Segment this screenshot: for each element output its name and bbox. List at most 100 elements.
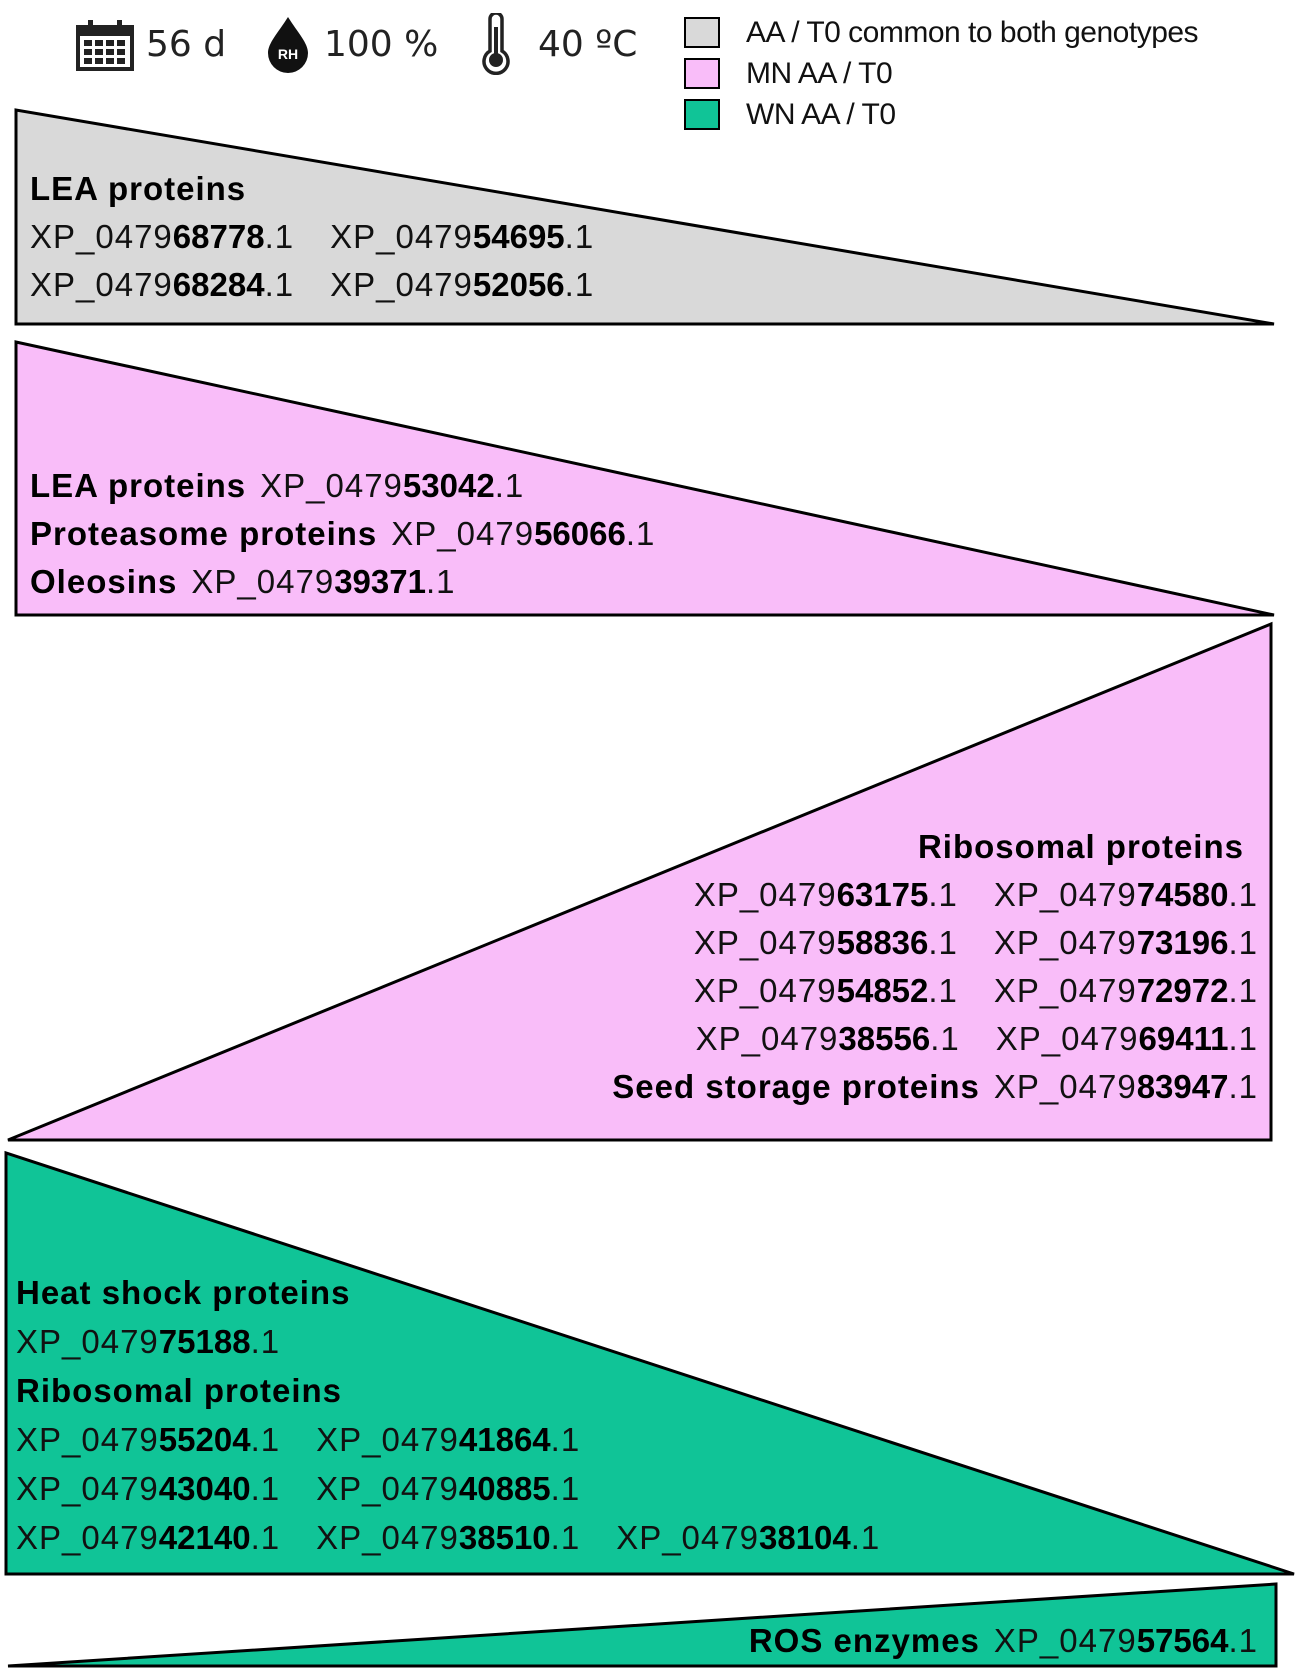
accession-number: 38556 — [838, 1020, 931, 1057]
accession-suffix: .1 — [1228, 1020, 1258, 1057]
accession-id: XP_047954695.1 — [330, 218, 594, 255]
text-line: XP_047963175.1 XP_047974580.1 — [694, 878, 1258, 911]
accession-prefix: XP_0479 — [330, 266, 473, 303]
accession-id: XP_047983947.1 — [994, 1068, 1258, 1105]
humidity-value: 100 % — [324, 23, 439, 65]
category-label: LEA proteins — [30, 467, 247, 504]
accession-id: XP_047958836.1 — [694, 924, 958, 961]
accession-number: 69411 — [1138, 1020, 1229, 1057]
legend-swatch-common — [684, 17, 720, 48]
accession-prefix: XP_0479 — [16, 1421, 159, 1458]
accession-prefix: XP_0479 — [391, 515, 535, 552]
humidity-drop-icon: RH — [266, 15, 310, 73]
category-label: Ribosomal proteins — [16, 1372, 343, 1409]
accession-suffix: .1 — [550, 1519, 581, 1556]
accession-number: 41864 — [458, 1421, 551, 1458]
accession-suffix: .1 — [564, 266, 595, 303]
accession-suffix: .1 — [250, 1421, 281, 1458]
accession-number: 58836 — [836, 924, 929, 961]
legend-swatch-mn — [684, 58, 720, 89]
text-line: LEA proteins — [30, 172, 260, 205]
wedge-common-decreasing — [14, 108, 1275, 326]
accession-prefix: XP_0479 — [30, 218, 173, 255]
text-line: Seed storage proteins XP_047983947.1 — [612, 1070, 1258, 1103]
accession-id: XP_047953042.1 — [260, 467, 524, 504]
accession-suffix: .1 — [250, 1470, 281, 1507]
category-label: Oleosins — [30, 563, 178, 600]
accession-id: XP_047975188.1 — [16, 1323, 280, 1360]
accession-id: XP_047954852.1 — [694, 972, 958, 1009]
accession-number: 73196 — [1136, 924, 1229, 961]
accession-suffix: .1 — [264, 266, 295, 303]
accession-number: 68284 — [172, 266, 265, 303]
accession-id: XP_047938556.1 — [696, 1020, 960, 1057]
accession-prefix: XP_0479 — [695, 1020, 839, 1057]
calendar-icon — [76, 20, 134, 71]
accession-id: XP_047942140.1 — [16, 1519, 280, 1556]
category-label: ROS enzymes — [748, 1622, 980, 1659]
accession-number: 54695 — [472, 218, 565, 255]
accession-prefix: XP_0479 — [995, 1020, 1139, 1057]
accession-id: XP_047969411.1 — [996, 1020, 1258, 1057]
accession-suffix: .1 — [928, 972, 958, 1009]
accession-suffix: .1 — [625, 515, 656, 552]
accession-prefix: XP_0479 — [260, 467, 403, 504]
accession-prefix: XP_0479 — [616, 1519, 759, 1556]
accession-prefix: XP_0479 — [316, 1470, 459, 1507]
accession-prefix: XP_0479 — [30, 266, 173, 303]
accession-suffix: .1 — [928, 876, 958, 913]
accession-suffix: .1 — [930, 1020, 960, 1057]
wedge-wn-increasing — [7, 1582, 1278, 1668]
accession-number: 63175 — [836, 876, 929, 913]
accession-prefix: XP_0479 — [693, 924, 837, 961]
accession-suffix: .1 — [550, 1470, 581, 1507]
duration-indicator: 56 d — [76, 14, 226, 74]
legend-label-common: AA / T0 common to both genotypes — [746, 15, 1199, 49]
accession-id: XP_047968778.1 — [30, 218, 294, 255]
accession-prefix: XP_0479 — [993, 924, 1137, 961]
text-line: XP_047958836.1 XP_047973196.1 — [694, 926, 1258, 959]
wedge-wn-decreasing — [4, 1150, 1295, 1576]
accession-id: XP_047957564.1 — [994, 1622, 1258, 1659]
category-label: Ribosomal proteins — [917, 828, 1244, 865]
accession-number: 42140 — [158, 1519, 251, 1556]
category-label: Proteasome proteins — [30, 515, 378, 552]
legend-item-mn: MN AA / T0 — [684, 53, 1198, 94]
accession-suffix: .1 — [1228, 972, 1258, 1009]
accession-id: XP_047972972.1 — [994, 972, 1258, 1009]
accession-id: XP_047973196.1 — [994, 924, 1258, 961]
accession-suffix: .1 — [1228, 876, 1258, 913]
accession-prefix: XP_0479 — [16, 1470, 159, 1507]
accession-number: 74580 — [1136, 876, 1229, 913]
accession-number: 40885 — [458, 1470, 551, 1507]
accession-suffix: .1 — [564, 218, 595, 255]
text-line: LEA proteins XP_047953042.1 — [30, 469, 524, 502]
text-line: ROS enzymes XP_047957564.1 — [749, 1624, 1258, 1657]
accession-suffix: .1 — [264, 218, 295, 255]
accession-id: XP_047943040.1 — [16, 1470, 280, 1507]
legend-item-wn: WN AA / T0 — [684, 94, 1198, 135]
wedge-mn-increasing — [7, 621, 1273, 1142]
accession-id: XP_047963175.1 — [694, 876, 958, 913]
accession-prefix: XP_0479 — [993, 972, 1137, 1009]
text-line: Ribosomal proteins — [16, 1374, 356, 1407]
accession-id: XP_047974580.1 — [994, 876, 1258, 913]
accession-prefix: XP_0479 — [316, 1421, 459, 1458]
category-label: Seed storage proteins — [612, 1068, 980, 1105]
wedge-mn-decreasing — [14, 340, 1275, 617]
legend-swatch-wn — [684, 99, 720, 130]
temperature-value: 40 ºC — [538, 23, 638, 65]
accession-prefix: XP_0479 — [16, 1519, 159, 1556]
accession-number: 83947 — [1136, 1068, 1229, 1105]
text-line: Ribosomal proteins — [918, 830, 1258, 863]
accession-prefix: XP_0479 — [316, 1519, 459, 1556]
accession-number: 39371 — [334, 563, 426, 600]
